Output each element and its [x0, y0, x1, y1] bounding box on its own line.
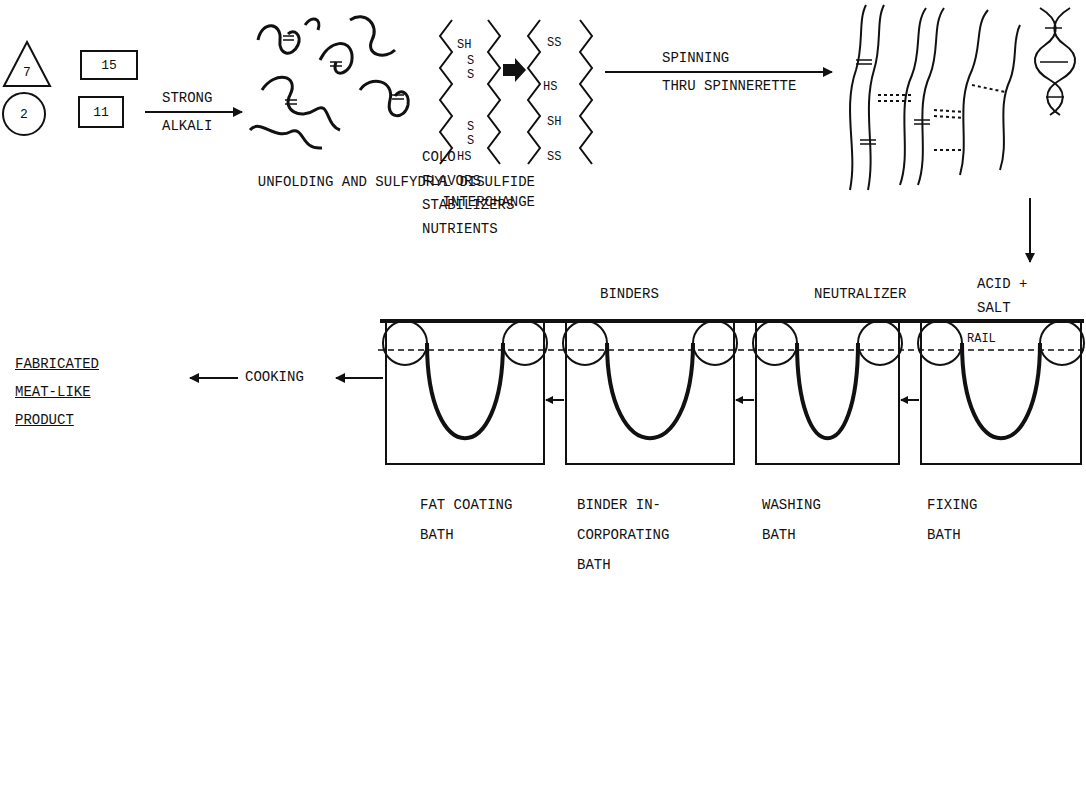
product-label: FABRICATED MEAT-LIKE PRODUCT: [15, 350, 115, 434]
process-arrow: [336, 377, 383, 379]
rail: [378, 349, 1084, 351]
triangle-node: 7: [2, 40, 52, 88]
tangled-protein: [250, 17, 408, 148]
fiber-crosslink: [856, 28, 1068, 144]
process-arrow: [145, 111, 242, 113]
callout-number: 7: [23, 65, 31, 80]
fiber-web: [380, 321, 1084, 438]
process-label: THRU SPINNERETTE: [662, 78, 796, 95]
crosslink: [283, 36, 404, 104]
bath-tank: NEUTRALIZERWASHING BATH: [755, 320, 900, 465]
flow-arrow: [546, 399, 564, 401]
bath-name: BINDER IN-CORPORATING BATH: [577, 490, 682, 580]
process-label: STRONG: [162, 90, 212, 107]
process-label: SPINNING: [662, 50, 729, 67]
callout-number: 15: [101, 58, 117, 73]
bath-name: FIXING BATH: [927, 490, 1007, 550]
bath-input: ACID + SALT: [977, 272, 1042, 320]
bath-input: NEUTRALIZER: [814, 282, 924, 306]
chem-group: S: [466, 134, 475, 148]
number-box: 11: [78, 96, 124, 128]
flow-arrow: [736, 399, 754, 401]
number-circle: 2: [2, 92, 46, 136]
bath-tank: ACID + SALTFIXING BATH: [920, 320, 1082, 465]
triangle-outline: [2, 40, 52, 88]
bath-tank: BINDERSBINDER IN-CORPORATING BATH: [565, 320, 735, 465]
rail-label: RAIL: [966, 332, 997, 346]
protein-chain: [440, 20, 592, 164]
bath-tank: COLORS FLAVORS STABILIZERS NUTRIENTSFAT …: [385, 320, 545, 465]
chem-group: SH: [546, 115, 562, 129]
chem-group: S: [466, 54, 475, 68]
chem-group: S: [466, 68, 475, 82]
process-label: ALKALI: [162, 118, 212, 135]
process-arrow: [605, 71, 832, 73]
bath-input: COLORS FLAVORS STABILIZERS NUTRIENTS: [422, 145, 527, 241]
bath-input: BINDERS: [600, 282, 700, 306]
process-arrow: [1029, 198, 1031, 262]
number-box: 15: [80, 50, 138, 80]
process-label: COOKING: [245, 369, 304, 386]
chem-group: HS: [456, 150, 472, 164]
chem-group: S: [466, 120, 475, 134]
flow-arrow: [901, 399, 919, 401]
chem-group: SS: [546, 36, 562, 50]
process-arrow: [190, 377, 238, 379]
bath-name: WASHING BATH: [762, 490, 842, 550]
dotted-bond: [878, 85, 1005, 150]
step-caption: UNFOLDING AND SULFYDRYL DISULFIDE INTERC…: [245, 172, 535, 212]
chem-group: SH: [456, 38, 472, 52]
spun-fiber: [850, 5, 1075, 190]
chem-group: HS: [542, 80, 558, 94]
callout-number: 2: [20, 107, 28, 122]
chem-group: SS: [546, 150, 562, 164]
bath-name: FAT COATING BATH: [420, 490, 530, 550]
callout-number: 11: [93, 105, 109, 120]
interchange-arrow: [503, 58, 526, 82]
